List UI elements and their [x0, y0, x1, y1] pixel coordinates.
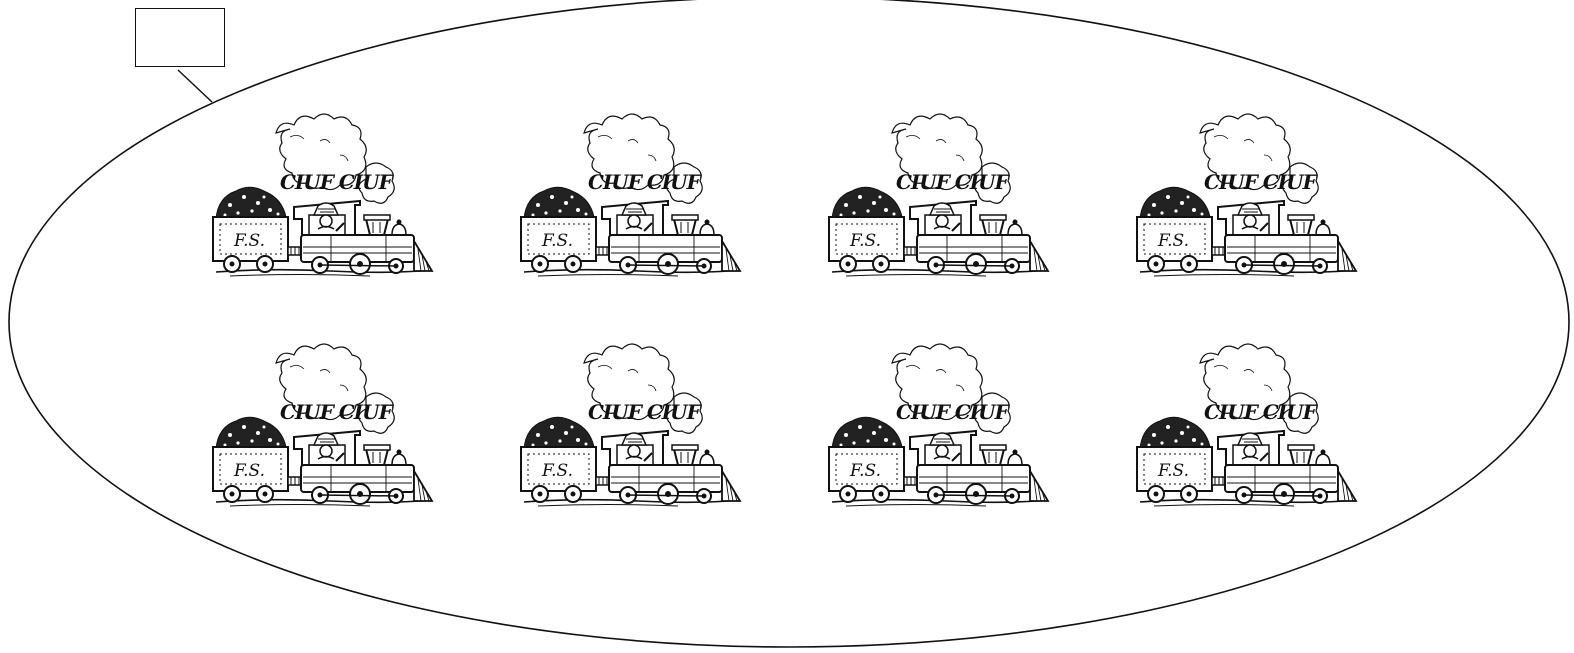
wagon-initials: F.S.: [541, 461, 573, 481]
train-2: F.S.: [521, 114, 740, 276]
sound-text: CIUF CIUF: [896, 170, 1011, 194]
train-set: F.S.: [213, 114, 1356, 506]
wagon-initials: F.S.: [541, 231, 573, 251]
sound-text: CIUF CIUF: [280, 400, 395, 424]
wagon-initials: F.S.: [849, 231, 881, 251]
wagon-initials: F.S.: [233, 461, 265, 481]
train-1: F.S.: [213, 114, 432, 276]
answer-box[interactable]: [135, 8, 225, 67]
sound-text: CIUF CIUF: [1204, 400, 1319, 424]
sound-text: CIUF CIUF: [280, 170, 395, 194]
set-ellipse: [9, 0, 1569, 647]
sound-text: CIUF CIUF: [1204, 170, 1319, 194]
wagon-initials: F.S.: [1157, 231, 1189, 251]
wagon-initials: F.S.: [1157, 461, 1189, 481]
sound-text: CIUF CIUF: [588, 170, 703, 194]
train-6: F.S.: [521, 344, 740, 506]
sound-text: CIUF CIUF: [896, 400, 1011, 424]
train-5: F.S.: [213, 344, 432, 506]
wagon-initials: F.S.: [849, 461, 881, 481]
connector-line: [178, 70, 212, 102]
train-7: F.S.: [829, 344, 1048, 506]
train-3: F.S.: [829, 114, 1048, 276]
sound-text: CIUF CIUF: [588, 400, 703, 424]
wagon-initials: F.S.: [233, 231, 265, 251]
train-4: F.S.: [1137, 114, 1356, 276]
train-8: F.S.: [1137, 344, 1356, 506]
